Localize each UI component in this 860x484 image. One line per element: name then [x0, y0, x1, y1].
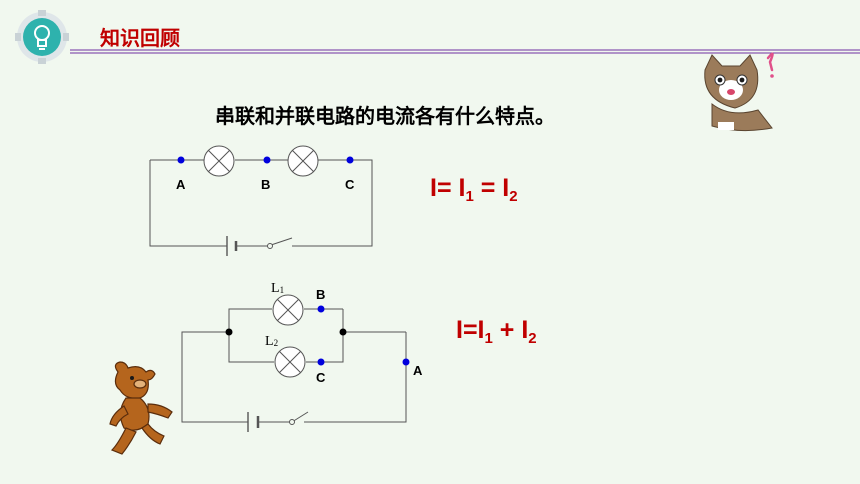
cat-mascot-icon	[704, 52, 774, 132]
lightbulb-badge-icon	[15, 10, 69, 64]
junction-right	[339, 328, 347, 336]
series-circuit	[149, 159, 373, 256]
parallel-current-formula: I=I1 + I2	[456, 316, 537, 347]
question-text: 串联和并联电路的电流各有什么特点。	[215, 104, 555, 128]
parallel-node-c	[317, 358, 325, 366]
junction-left	[225, 328, 233, 336]
series-label-b: B	[261, 177, 270, 192]
parallel-lamp-2	[274, 346, 306, 378]
bear-mascot-icon	[109, 361, 173, 455]
parallel-label-c: C	[316, 370, 326, 385]
series-lamp-2	[287, 145, 319, 177]
lamp-label-l1: L1	[271, 281, 284, 296]
page-title: 知识回顾	[100, 26, 180, 50]
series-label-a: A	[176, 177, 186, 192]
series-current-formula: I= I1 = I2	[430, 174, 518, 205]
parallel-circuit	[181, 308, 407, 432]
parallel-lamp-1	[272, 294, 304, 326]
parallel-label-a: A	[413, 363, 423, 378]
parallel-label-b: B	[316, 287, 325, 302]
parallel-node-b	[317, 305, 325, 313]
series-node-a	[177, 156, 185, 164]
header-underline	[70, 49, 860, 54]
parallel-node-a	[402, 358, 410, 366]
series-node-c	[346, 156, 354, 164]
series-label-c: C	[345, 177, 355, 192]
series-node-b	[263, 156, 271, 164]
series-lamp-1	[203, 145, 235, 177]
lamp-label-l2: L2	[265, 334, 278, 349]
